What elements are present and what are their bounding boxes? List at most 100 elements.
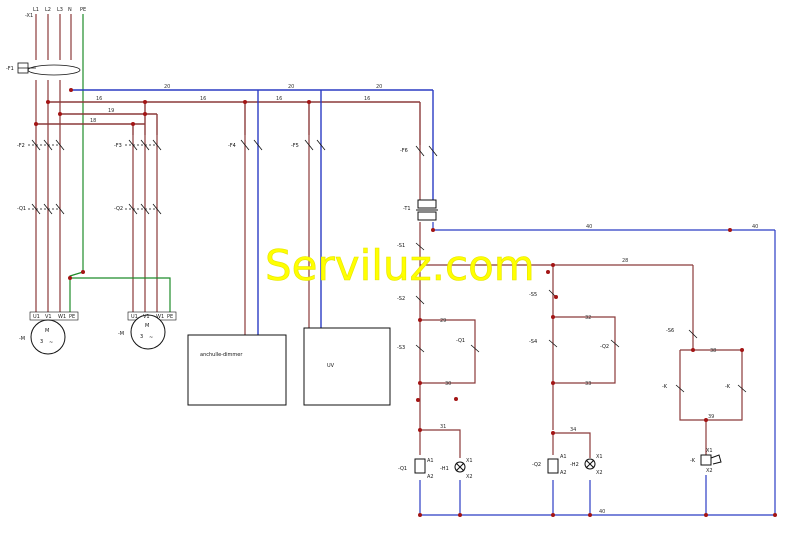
- dimmer-box-label: anchulle-dimmer: [200, 352, 243, 358]
- q2-main-contactor: [125, 203, 162, 215]
- svg-text:39: 39: [708, 414, 714, 420]
- h1-label: -H1: [440, 466, 449, 472]
- s6-label: -S6: [666, 328, 674, 334]
- transformer-t1: [416, 199, 438, 221]
- svg-text:32: 32: [585, 315, 591, 321]
- f4-label: -F4: [228, 143, 236, 149]
- svg-text:19: 19: [108, 108, 114, 114]
- supply-block-label: -X1: [25, 13, 33, 19]
- t1-label: -T1: [403, 206, 411, 212]
- m1-label: -M: [19, 336, 25, 342]
- h1-x1: X1: [466, 458, 473, 464]
- k-coil-label: -K: [690, 458, 696, 464]
- q1-main-label: -Q1: [17, 206, 26, 212]
- svg-text:34: 34: [570, 427, 576, 433]
- k-x1: X1: [706, 448, 713, 454]
- f5-breaker: [304, 139, 326, 151]
- f4-f5-branches: [244, 135, 310, 335]
- s4-label: -S4: [529, 339, 537, 345]
- svg-text:~: ~: [149, 335, 153, 341]
- q1-a1: A1: [427, 458, 434, 464]
- f2-breaker: [28, 139, 65, 151]
- s2-label: -S2: [397, 296, 405, 302]
- motor2-phase: 3: [140, 334, 143, 340]
- f4-breaker: [240, 139, 263, 151]
- coils-and-lamps: [414, 454, 722, 474]
- m2-v1: V1: [143, 314, 150, 320]
- terminal-l2: L2: [45, 7, 51, 13]
- k-left-label: -K: [662, 384, 668, 390]
- q1-aux-label: -Q1: [456, 338, 465, 344]
- m2-label: -M: [118, 331, 124, 337]
- m2-pe: PE: [167, 314, 173, 320]
- h2-x2: X2: [596, 470, 603, 476]
- motor1-phase: 3: [40, 339, 43, 345]
- buses: [36, 89, 434, 335]
- terminal-pe: PE: [80, 7, 86, 13]
- svg-text:18: 18: [90, 118, 96, 124]
- f6-label: -F6: [400, 148, 408, 154]
- svg-text:20: 20: [376, 84, 382, 90]
- svg-text:~: ~: [49, 340, 53, 346]
- svg-text:31: 31: [440, 424, 446, 430]
- s5-label: -S5: [529, 292, 537, 298]
- h2-label: -H2: [570, 462, 579, 468]
- motor-2: M 3 ~: [127, 311, 177, 350]
- dimmer-box: [187, 334, 287, 406]
- svg-text:40: 40: [752, 224, 758, 230]
- svg-text:40: 40: [599, 509, 605, 515]
- svg-text:38: 38: [710, 348, 716, 354]
- m2-u1: U1: [131, 314, 138, 320]
- q2-a2: A2: [560, 470, 567, 476]
- m1-w1: W1: [58, 314, 66, 320]
- svg-text:40: 40: [586, 224, 592, 230]
- svg-text:29: 29: [440, 318, 446, 324]
- q2-main-label: -Q2: [114, 206, 123, 212]
- h2-x1: X1: [596, 454, 603, 460]
- svg-text:16: 16: [276, 96, 282, 102]
- control-wire-numbers: 40 40 28 40 29 30 32 33 34 31 39 38: [440, 224, 758, 515]
- m1-v1: V1: [45, 314, 52, 320]
- control-circuit-wires: [419, 145, 776, 516]
- watermark-text: Serviluz.com: [265, 241, 535, 290]
- m2-w1: W1: [156, 314, 164, 320]
- q2-a1: A1: [560, 454, 567, 460]
- k-right-label: -K: [725, 384, 731, 390]
- uv-box: [303, 327, 391, 406]
- q1-coil-label: -Q1: [398, 466, 407, 472]
- f3-label: -F3: [114, 143, 122, 149]
- motor-branch-1: [35, 80, 84, 312]
- svg-text:20: 20: [288, 84, 294, 90]
- junction-nodes: [34, 88, 777, 517]
- k-x2: X2: [706, 468, 713, 474]
- q1-main-contactor: [28, 203, 65, 215]
- motor1-symbol: M: [45, 328, 49, 334]
- motor2-symbol: M: [145, 323, 149, 329]
- f1-label: -F1: [6, 66, 14, 72]
- terminal-n: N: [68, 7, 72, 13]
- svg-text:33: 33: [585, 381, 591, 387]
- svg-text:28: 28: [622, 258, 628, 264]
- main-breaker-f1: [17, 62, 81, 76]
- q2-aux-label: -Q2: [600, 344, 609, 350]
- m1-pe: PE: [69, 314, 75, 320]
- motor-branch-2: [70, 135, 171, 312]
- svg-text:30: 30: [445, 381, 451, 387]
- terminal-l3: L3: [57, 7, 63, 13]
- supply-feed: [35, 14, 84, 272]
- svg-text:16: 16: [200, 96, 206, 102]
- f3-breaker: [125, 139, 162, 151]
- svg-text:20: 20: [164, 84, 170, 90]
- terminal-l1: L1: [33, 7, 39, 13]
- f6-breaker: [415, 145, 438, 157]
- q2-coil-label: -Q2: [532, 462, 541, 468]
- h1-x2: X2: [466, 474, 473, 480]
- m1-u1: U1: [33, 314, 40, 320]
- uv-box-label: UV: [327, 363, 335, 369]
- s3-label: -S3: [397, 345, 405, 351]
- svg-text:16: 16: [96, 96, 102, 102]
- f2-label: -F2: [17, 143, 25, 149]
